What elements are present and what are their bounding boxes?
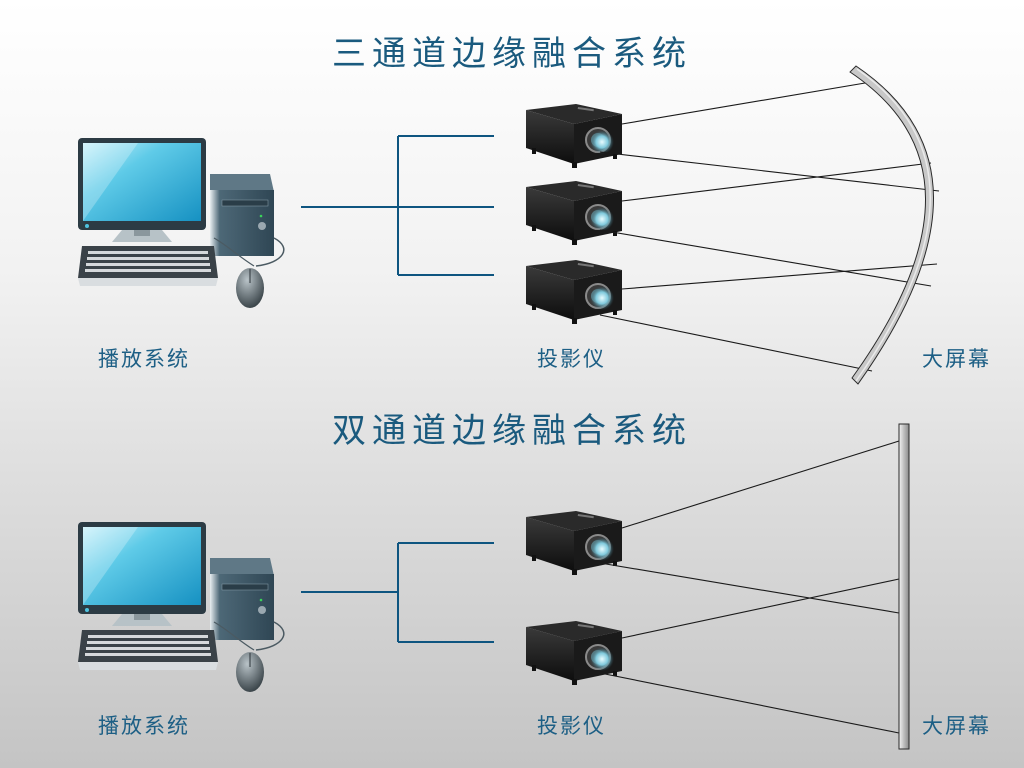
label-big-screen-1: 大屏幕 [922,347,991,371]
signal-connector-3ch [301,135,494,276]
section-title-three-channel: 三通道边缘融合系统 [332,34,692,74]
label-projector-2: 投影仪 [537,714,606,738]
section-title-two-channel: 双通道边缘融合系统 [332,411,692,451]
projector-icon-5 [525,620,623,686]
playback-computer-icon [77,137,285,309]
projection-beams-2ch [599,440,900,734]
flat-screen [898,423,910,750]
playback-computer-icon-2 [77,521,285,693]
projection-beams-3ch [599,81,940,372]
projector-icon-4 [525,510,623,576]
label-projector-1: 投影仪 [537,347,606,371]
projector-icon-2 [525,180,623,246]
signal-connector-2ch [301,542,494,643]
projector-icon-3 [525,259,623,325]
label-playback-system-1: 播放系统 [98,347,190,371]
curved-screen [849,65,934,385]
label-playback-system-2: 播放系统 [98,714,190,738]
projector-icon-1 [525,103,623,169]
label-big-screen-2: 大屏幕 [922,714,991,738]
